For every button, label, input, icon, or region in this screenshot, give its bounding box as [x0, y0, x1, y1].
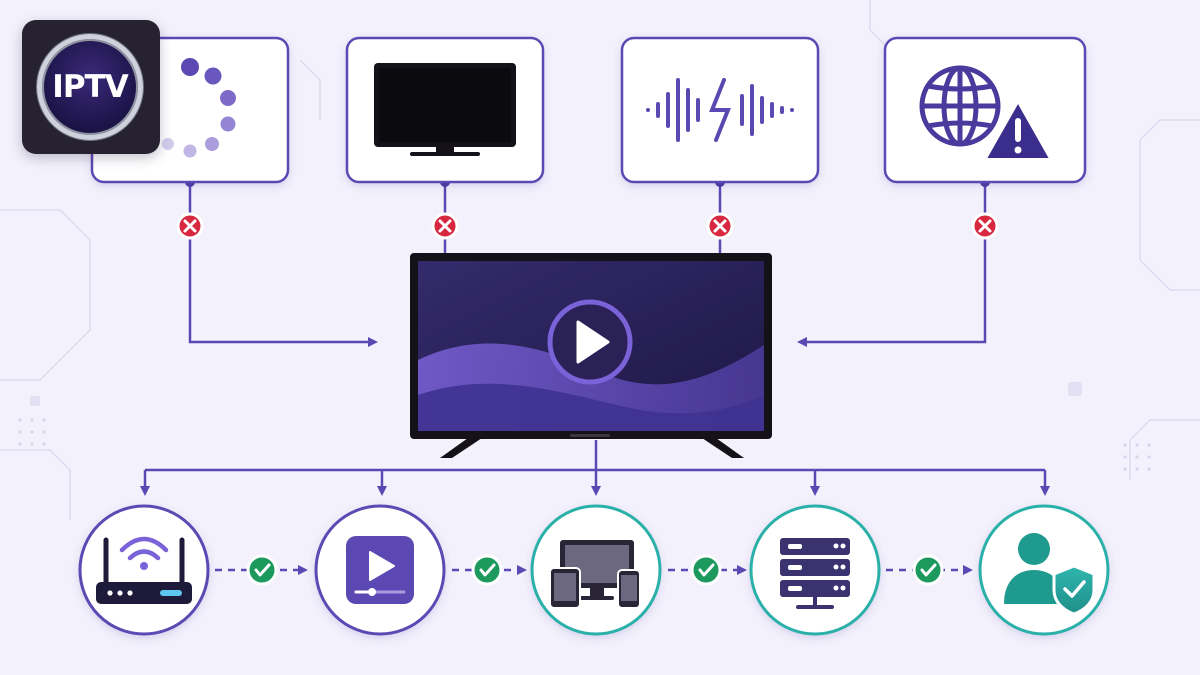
- step-devices: [530, 504, 662, 636]
- check-icon: [912, 554, 944, 586]
- multi-device-icon: [549, 540, 641, 609]
- iptv-logo: IPTV: [22, 20, 160, 154]
- error-icon: [176, 212, 204, 240]
- server-rack-icon: [780, 538, 850, 609]
- audio-glitch-waveform-icon: [646, 78, 794, 142]
- error-icon: [706, 212, 734, 240]
- check-icon: [246, 554, 278, 586]
- user-shield-icon: [1004, 533, 1096, 616]
- network-warning-globe-icon: [919, 65, 1054, 162]
- error-badges: [176, 212, 999, 240]
- success-badges: [246, 554, 944, 586]
- buffering-spinner-icon: [147, 58, 236, 158]
- problem-card-network: [883, 36, 1087, 184]
- step-router: [78, 504, 210, 636]
- problem-card-black-screen: [345, 36, 545, 184]
- connector-dots: [185, 177, 990, 187]
- background-dot-grid: [18, 418, 1151, 471]
- iptv-logo-text: IPTV: [52, 69, 128, 105]
- error-icon: [431, 212, 459, 240]
- step-player-app: [314, 504, 446, 636]
- iptv-logo-ring: IPTV: [37, 34, 143, 140]
- center-tv: [410, 253, 772, 458]
- check-icon: [690, 554, 722, 586]
- problem-card-audio: [620, 36, 820, 184]
- black-screen-tv-icon: [374, 63, 516, 156]
- wifi-router-icon: [96, 536, 192, 604]
- bottom-connectors: [140, 440, 1050, 496]
- tv-play-icon[interactable]: [547, 299, 633, 385]
- check-icon: [471, 554, 503, 586]
- video-player-app-icon: [346, 536, 414, 604]
- error-icon: [971, 212, 999, 240]
- step-server: [749, 504, 881, 636]
- step-user-secure: [978, 504, 1110, 636]
- background-circuit-pattern: [0, 0, 1200, 520]
